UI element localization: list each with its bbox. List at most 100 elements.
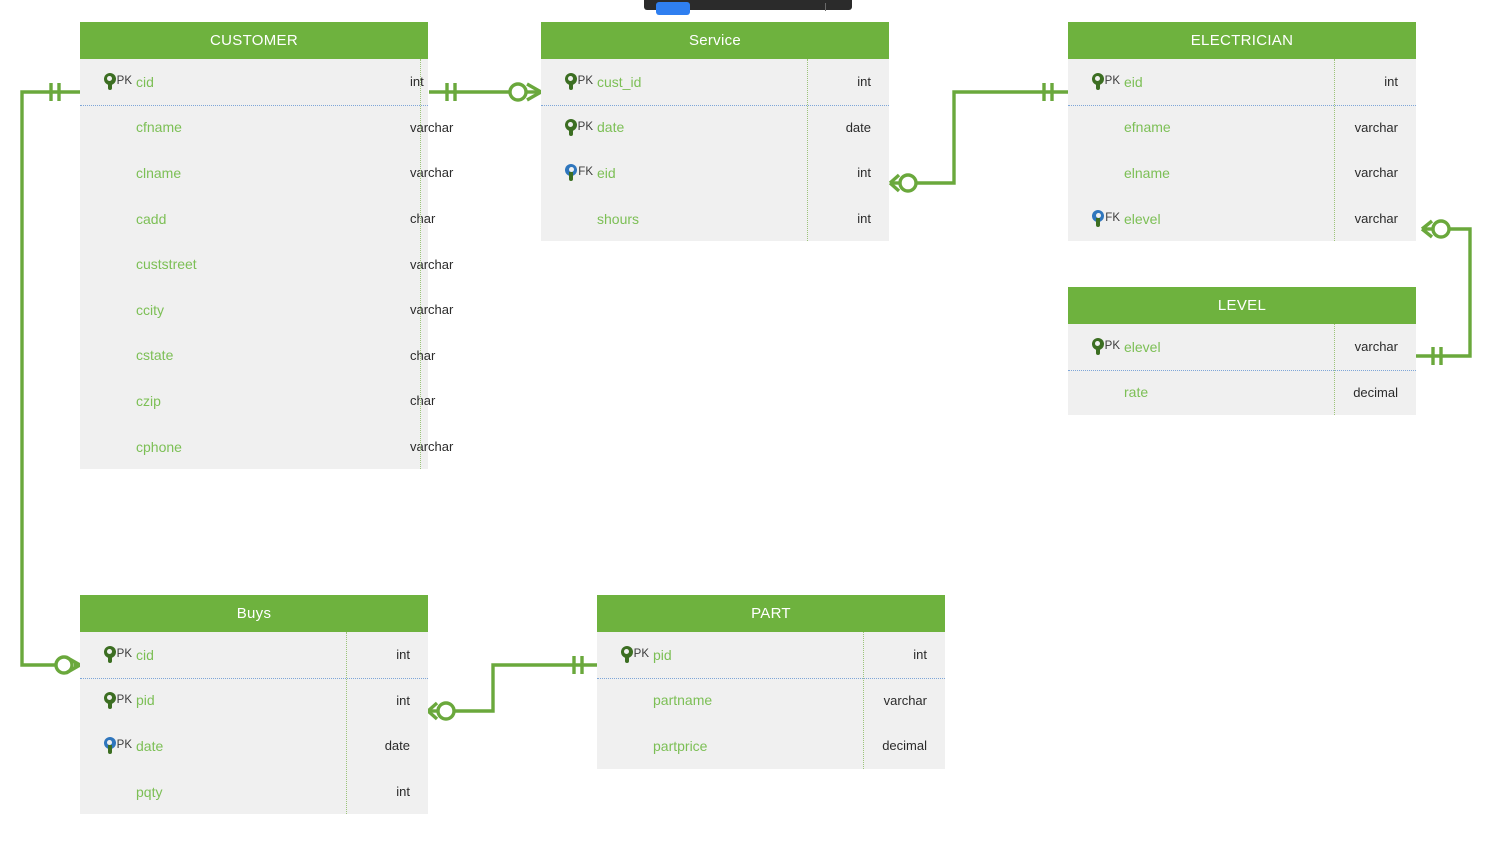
entity-title-buys: Buys — [80, 595, 428, 632]
field-name: date — [136, 737, 164, 754]
primary-key-icon — [564, 118, 577, 136]
column-divider — [863, 632, 864, 769]
foreign-key-icon — [1092, 210, 1105, 228]
field-key-label: PK — [577, 75, 593, 88]
primary-key-icon — [620, 646, 633, 664]
field-name: pid — [653, 646, 672, 663]
primary-key-icon — [103, 73, 116, 91]
field-key-label: PK — [577, 120, 593, 133]
field-type: int — [857, 165, 871, 181]
field-name: date — [597, 119, 625, 136]
field-name: cadd — [136, 210, 167, 227]
entity-title-customer: CUSTOMER — [80, 22, 428, 59]
field-type: char — [410, 211, 436, 227]
field-row[interactable]: PK pid int — [80, 678, 428, 724]
entity-title-level: LEVEL — [1068, 287, 1416, 324]
field-type: varchar — [410, 439, 454, 455]
column-divider — [420, 59, 421, 470]
field-row[interactable]: PK date date — [541, 105, 889, 151]
field-name: elevel — [1124, 210, 1161, 227]
primary-key-divider — [541, 104, 889, 106]
foreign-key-icon — [565, 164, 578, 182]
field-name: cstate — [136, 347, 174, 364]
primary-key-icon — [564, 73, 577, 91]
field-type: date — [845, 119, 871, 135]
field-name: cust_id — [597, 73, 642, 90]
field-key-cell: PK — [80, 737, 136, 755]
field-key-cell: FK — [541, 164, 597, 182]
field-row[interactable]: cadd char — [80, 196, 436, 242]
field-type: varchar — [410, 165, 454, 181]
field-key-label: PK — [116, 648, 132, 661]
field-name: pqty — [136, 783, 163, 800]
field-type: date — [384, 738, 410, 754]
field-name: partname — [653, 692, 713, 709]
field-name: cid — [136, 646, 154, 663]
field-key-cell: PK — [1068, 73, 1124, 91]
column-divider — [1334, 59, 1335, 242]
entity-title-electrician: ELECTRICIAN — [1068, 22, 1416, 59]
field-name: pid — [136, 692, 155, 709]
entity-title-part: PART — [597, 595, 945, 632]
field-key-cell: PK — [80, 646, 136, 664]
field-name: custstreet — [136, 256, 197, 273]
field-key-label: FK — [1105, 211, 1120, 224]
field-key-cell: PK — [541, 118, 597, 136]
field-type: varchar — [410, 302, 454, 318]
field-type: int — [396, 692, 410, 708]
primary-key-icon — [103, 691, 116, 709]
field-type: varchar — [1354, 119, 1398, 135]
toolbar-primary-button[interactable] — [656, 2, 690, 15]
field-name: shours — [597, 210, 640, 227]
field-key-label: PK — [116, 693, 132, 706]
link-customer-service — [429, 82, 542, 102]
field-type: int — [396, 647, 410, 663]
primary-key-divider — [80, 104, 428, 106]
field-row[interactable]: efname varchar — [1068, 105, 1416, 151]
field-type: char — [410, 393, 436, 409]
field-type: int — [857, 74, 871, 90]
field-key-cell: PK — [1068, 338, 1124, 356]
field-key-label: PK — [116, 739, 132, 752]
field-row[interactable]: PK date date — [80, 723, 428, 769]
link-customer-buys — [20, 83, 81, 675]
field-name: efname — [1124, 119, 1171, 136]
field-name: cfname — [136, 119, 182, 136]
primary-key-icon — [1091, 73, 1104, 91]
field-type: varchar — [1354, 339, 1398, 355]
foreign-key-icon — [103, 737, 116, 755]
field-type: int — [1384, 74, 1398, 90]
field-type: decimal — [1353, 384, 1398, 400]
field-row[interactable]: PK cid int — [80, 632, 428, 678]
field-row[interactable]: PK cust_id int — [541, 59, 889, 105]
primary-key-icon — [103, 646, 116, 664]
link-buys-part — [426, 656, 597, 721]
